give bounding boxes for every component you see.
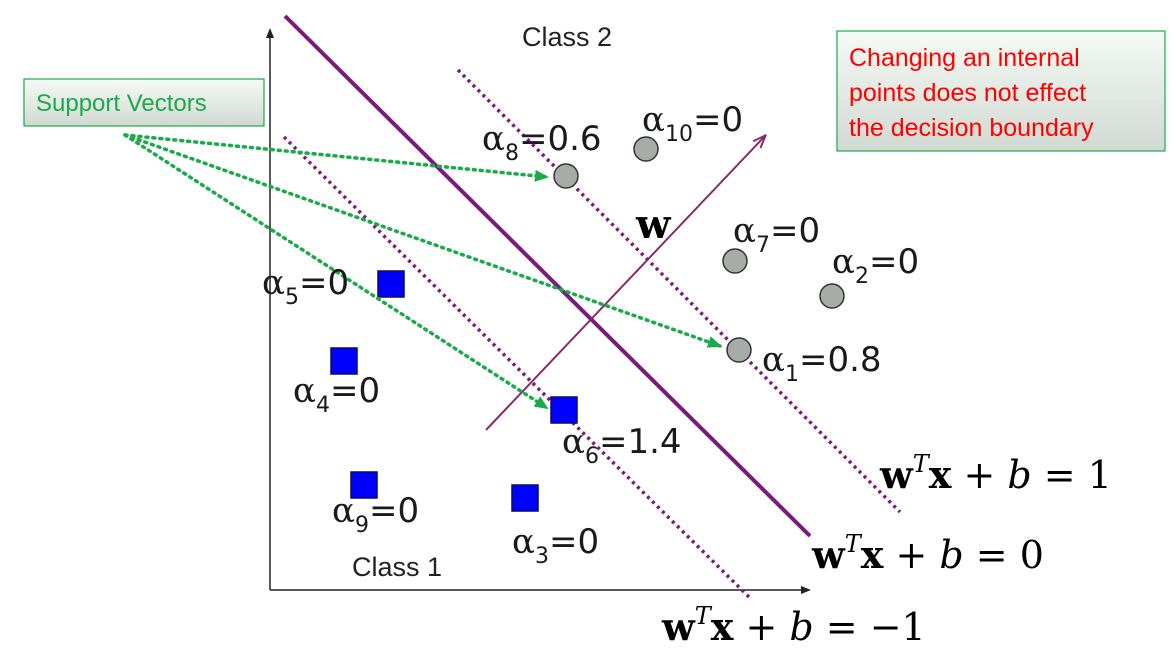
equation-margin-positive: wTx + b = 1 (879, 450, 1112, 497)
note-line-2: points does not effect (849, 79, 1086, 107)
decision-boundary (283, 14, 812, 538)
alpha-label-a3: α3=0 (512, 522, 599, 569)
note-line-1: Changing an internal (849, 44, 1080, 72)
alpha-label-a8: α8=0.6 (482, 119, 602, 166)
class1-point-a9 (350, 471, 378, 499)
class2-point-a1 (726, 337, 752, 363)
equation-margin-negative: wTx + b = −1 (661, 602, 926, 649)
class1-title: Class 1 (352, 552, 442, 582)
note-box (836, 30, 1166, 152)
note-line-3: the decision boundary (849, 114, 1094, 142)
sv-arrow-to-a1 (123, 133, 722, 348)
class1-point-a6 (550, 396, 578, 424)
class2-point-a8 (553, 163, 579, 189)
margin-line-negative (282, 135, 752, 600)
alpha-label-a2: α2=0 (832, 242, 919, 289)
class1-point-a3 (511, 484, 539, 512)
support-vectors-label: Support Vectors (36, 90, 207, 117)
alpha-label-a6: α6=1.4 (562, 422, 682, 469)
class2-title: Class 2 (522, 22, 612, 52)
class2-point-a2 (819, 283, 845, 309)
class2-point-a10 (633, 136, 659, 162)
alpha-label-a4: α4=0 (293, 371, 380, 418)
sv-arrow-to-a6 (123, 133, 549, 410)
alpha-label-a7: α7=0 (733, 211, 820, 258)
class2-point-a7 (722, 248, 748, 274)
alpha-label-a9: α9=0 (332, 491, 419, 538)
class1-point-a5 (377, 270, 405, 298)
w-vector-label: w (635, 201, 672, 248)
margin-line-positive (456, 68, 902, 514)
support-vectors-box (23, 78, 265, 127)
alpha-label-a10: α10=0 (642, 100, 743, 147)
w-vector-arrow (485, 136, 765, 431)
class1-point-a4 (330, 347, 358, 375)
equation-boundary: wTx + b = 0 (811, 530, 1044, 577)
alpha-label-a5: α5=0 (262, 263, 349, 310)
sv-arrow-to-a8 (123, 133, 549, 182)
alpha-label-a1: α1=0.8 (762, 340, 882, 387)
